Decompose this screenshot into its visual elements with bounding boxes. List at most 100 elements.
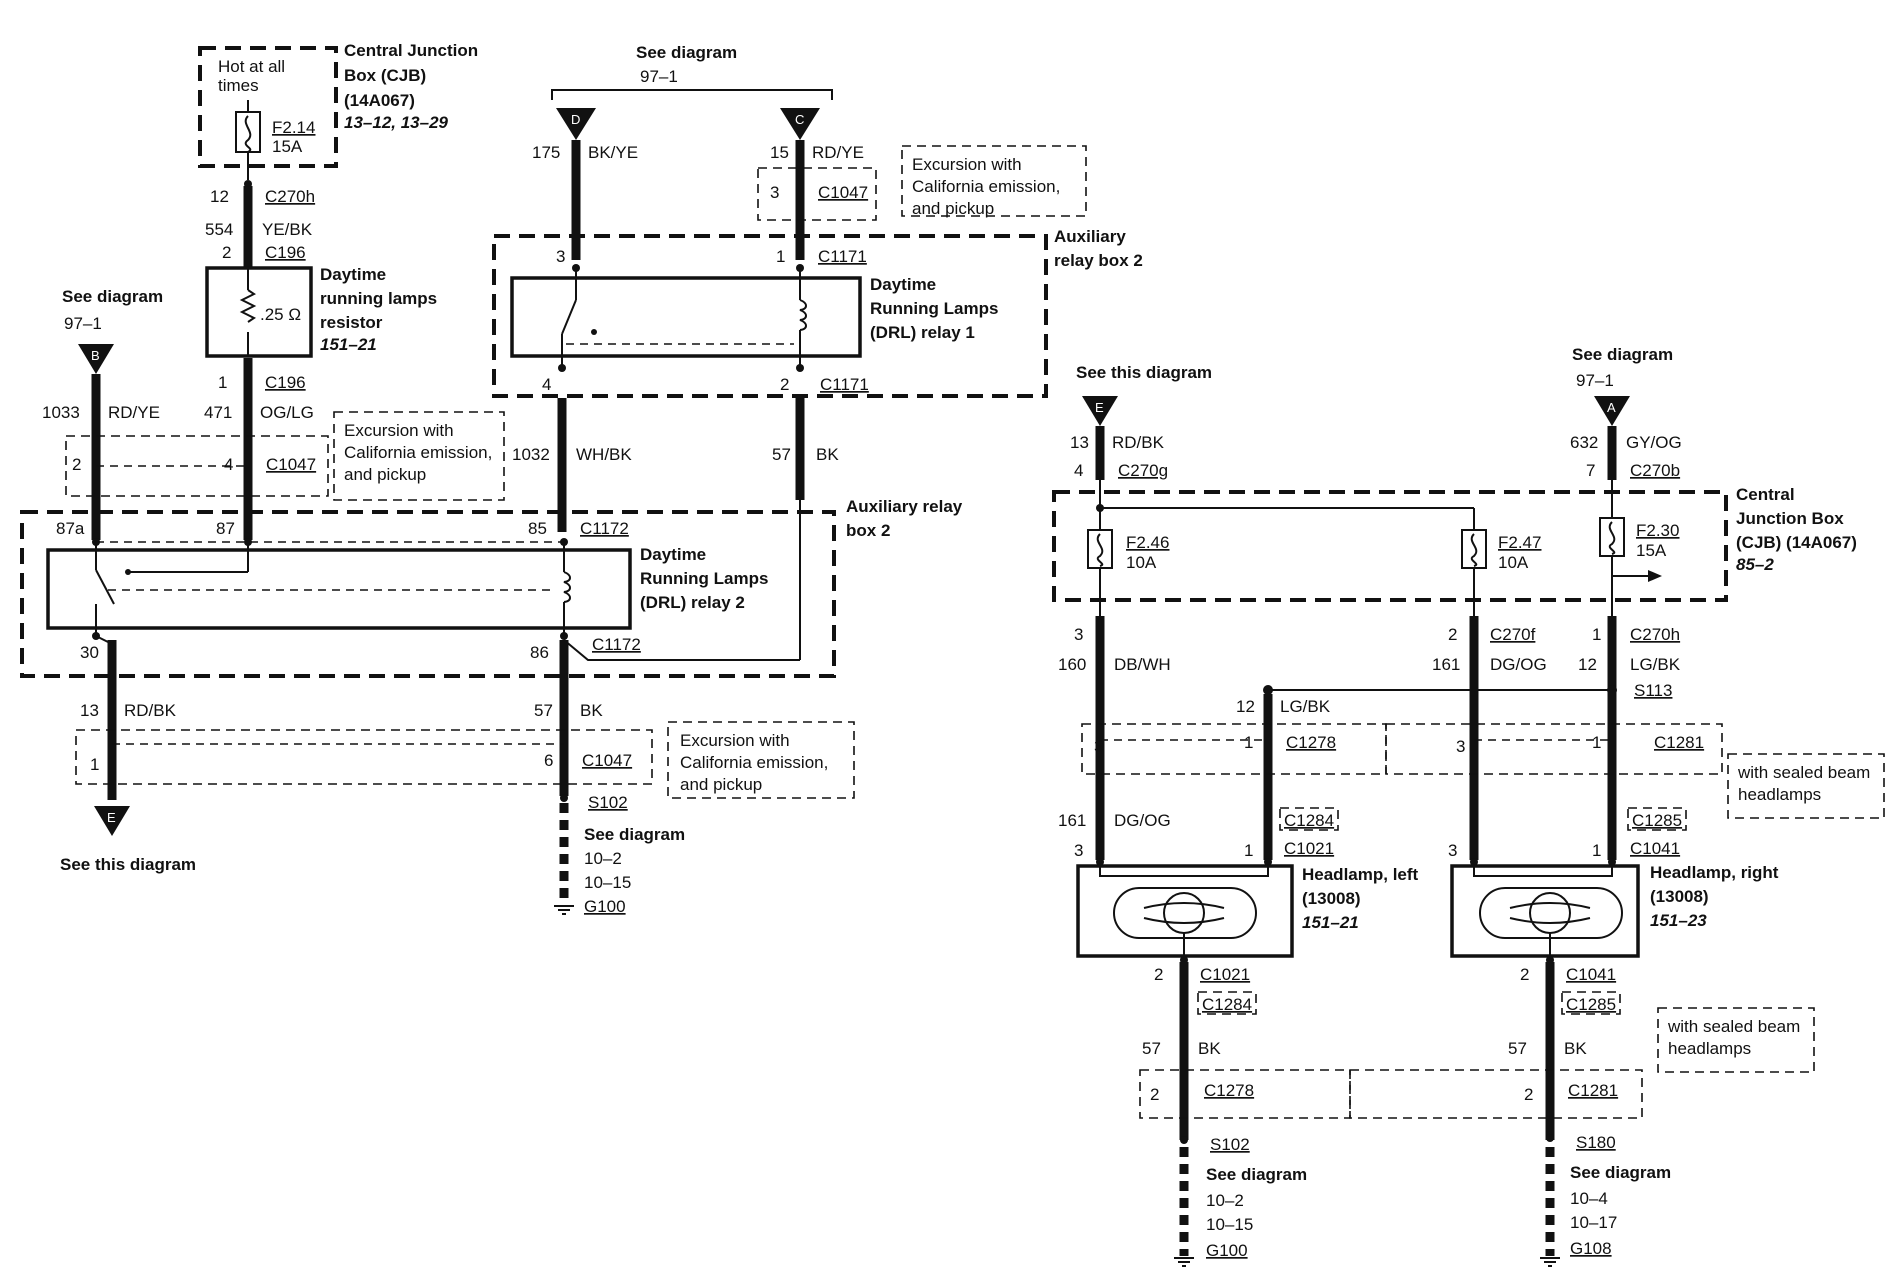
connector-c1041-bottom: C1041: [1566, 965, 1616, 984]
pin-2-c1281: 2: [1524, 1085, 1533, 1104]
excursion-top-box: [901, 145, 1087, 217]
fuse-f2-47-amp: 10A: [1498, 553, 1529, 572]
excursion-top-1: Excursion with: [912, 155, 1022, 174]
sealed-beam-top-1: with sealed beam: [1737, 763, 1870, 782]
see-diagram-bracket: [551, 89, 833, 100]
wire-57-hl-label: 57: [1142, 1039, 1161, 1058]
excursion-bottom-2: California emission,: [680, 753, 828, 772]
wire-12-right-label: 12: [1578, 655, 1597, 674]
ground-g100-mid: G100: [584, 897, 626, 916]
pin-1-c1047-bottom: 1: [90, 755, 99, 774]
drl-resistor-label-4: 151–21: [320, 335, 377, 354]
wire-lgbk-mid-label: LG/BK: [1280, 697, 1331, 716]
ground-g108-icon: [1540, 1257, 1560, 1267]
drl-relay-2-label-2: Running Lamps: [640, 569, 768, 588]
pin-2-c1171: 2: [780, 375, 789, 394]
pin-85: 85: [528, 519, 547, 538]
see-diagram-a-label: See diagram: [1572, 345, 1673, 364]
cjb-right-box: [1052, 490, 1728, 602]
connector-e-bottom-icon: [94, 806, 130, 836]
c1047-bottom-dashed-box: [75, 729, 653, 785]
connector-c270b: C270b: [1630, 461, 1680, 480]
pin-3-c1021: 3: [1074, 841, 1083, 860]
connector-d-icon: [556, 108, 596, 140]
connector-c1172-top: C1172: [580, 519, 629, 538]
see-diagram-mid-2: 10–15: [584, 873, 631, 892]
c1281-bottom-dashed-box: [1349, 1069, 1643, 1119]
pin-3-left-cjb: 3: [1074, 625, 1083, 644]
wire-rdye-left-label: RD/YE: [108, 403, 160, 422]
connector-c270h-top: C270h: [265, 187, 315, 206]
connector-c1021-top: C1021: [1284, 839, 1334, 858]
resistor-value: .25 Ω: [260, 305, 301, 324]
fuse-f2-47-label: F2.47: [1498, 533, 1541, 552]
connector-c1278-bottom: C1278: [1204, 1081, 1254, 1100]
auxiliary-relay-box-2-lower: [20, 510, 836, 678]
connector-c1047-top: C1047: [818, 183, 868, 202]
ground-g100-right-icon: [1174, 1257, 1194, 1267]
wire-whbk-label: WH/BK: [576, 445, 632, 464]
pin-4-c1171: 4: [542, 375, 551, 394]
c1285-bottom-dashed: [1561, 991, 1621, 1015]
headlamp-right-label-3: 151–23: [1650, 911, 1707, 930]
wire-12-label: 12: [210, 187, 229, 206]
wire-bk-hr-label: BK: [1564, 1039, 1587, 1058]
pin-3-c1281: 3: [1456, 737, 1465, 756]
cjb-right-label-3: (CJB) (14A067): [1736, 533, 1857, 552]
pin-4-c1047-left: 4: [224, 455, 233, 474]
connector-e-top-icon: [1082, 396, 1118, 426]
hot-label-2: times: [218, 76, 259, 95]
hot-label-1: Hot at all: [218, 57, 285, 76]
splice-s113: S113: [1634, 681, 1672, 700]
pin-4-c270g: 4: [1074, 461, 1083, 480]
see-this-diagram-bottom: See this diagram: [60, 855, 196, 874]
connector-b-icon: [78, 344, 114, 374]
headlamp-left-label-1: Headlamp, left: [1302, 865, 1419, 884]
pin-3-c1171: 3: [556, 247, 565, 266]
excursion-left-2: California emission,: [344, 443, 492, 462]
fuse-f2-46-label: F2.46: [1126, 533, 1169, 552]
connector-c1047-left: C1047: [266, 455, 316, 474]
pin-1-c1171: 1: [776, 247, 785, 266]
connector-c1172-bottom: C1172: [592, 635, 641, 654]
wire-lgbk-right-label: LG/BK: [1630, 655, 1681, 674]
headlamp-left-label-2: (13008): [1302, 889, 1361, 908]
headlamp-right-label-1: Headlamp, right: [1650, 863, 1779, 882]
wire-gyog-label: GY/OG: [1626, 433, 1682, 452]
fuse-f2-30-label: F2.30: [1636, 521, 1679, 540]
excursion-bottom-1: Excursion with: [680, 731, 790, 750]
pin-2-c1041: 2: [1520, 965, 1529, 984]
cjb-right-label-4: 85–2: [1736, 555, 1774, 574]
cjb-label-2: Box (CJB): [344, 66, 426, 85]
pin-87a: 87a: [56, 519, 85, 538]
aux-relay-box-2-lower-label-2: box 2: [846, 521, 890, 540]
fuse-f2-30-amp: 15A: [1636, 541, 1667, 560]
c1278-bottom-dashed-box: [1139, 1069, 1351, 1119]
drl-relay-2-box: [46, 548, 632, 630]
connector-c1284-top: C1284: [1284, 811, 1334, 830]
pin-2-c196: 2: [222, 243, 231, 262]
connector-c1278-top: C1278: [1286, 733, 1336, 752]
wire-dgog-left-label: DG/OG: [1114, 811, 1171, 830]
see-diagram-mid: See diagram: [584, 825, 685, 844]
c1047-left-dashed-box: [65, 435, 329, 497]
connector-c1281-top: C1281: [1654, 733, 1704, 752]
aux-relay-box-2-upper-label-2: relay box 2: [1054, 251, 1143, 270]
wire-rdbk-left-label: RD/BK: [124, 701, 177, 720]
arrow-right-icon: [1648, 570, 1662, 582]
pin-86: 86: [530, 643, 549, 662]
pin-1-c270h: 1: [1592, 625, 1601, 644]
see-diagram-right-2-b: 10–17: [1570, 1213, 1617, 1232]
connector-c270f: C270f: [1490, 625, 1536, 644]
wire-57-mid-label: 57: [772, 445, 791, 464]
connector-c270g: C270g: [1118, 461, 1168, 480]
drl-resistor-box: [205, 266, 313, 358]
fuse-f2-14-label: F2.14: [272, 118, 315, 137]
excursion-bottom-3: and pickup: [680, 775, 762, 794]
drl-relay-1-label-3: (DRL) relay 1: [870, 323, 975, 342]
wire-632-label: 632: [1570, 433, 1598, 452]
wire-554-label: 554: [205, 220, 233, 239]
drl-relay-1-label-1: Daytime: [870, 275, 936, 294]
pin-1-c1021: 1: [1244, 841, 1253, 860]
c1285-top-dashed: [1627, 807, 1687, 831]
